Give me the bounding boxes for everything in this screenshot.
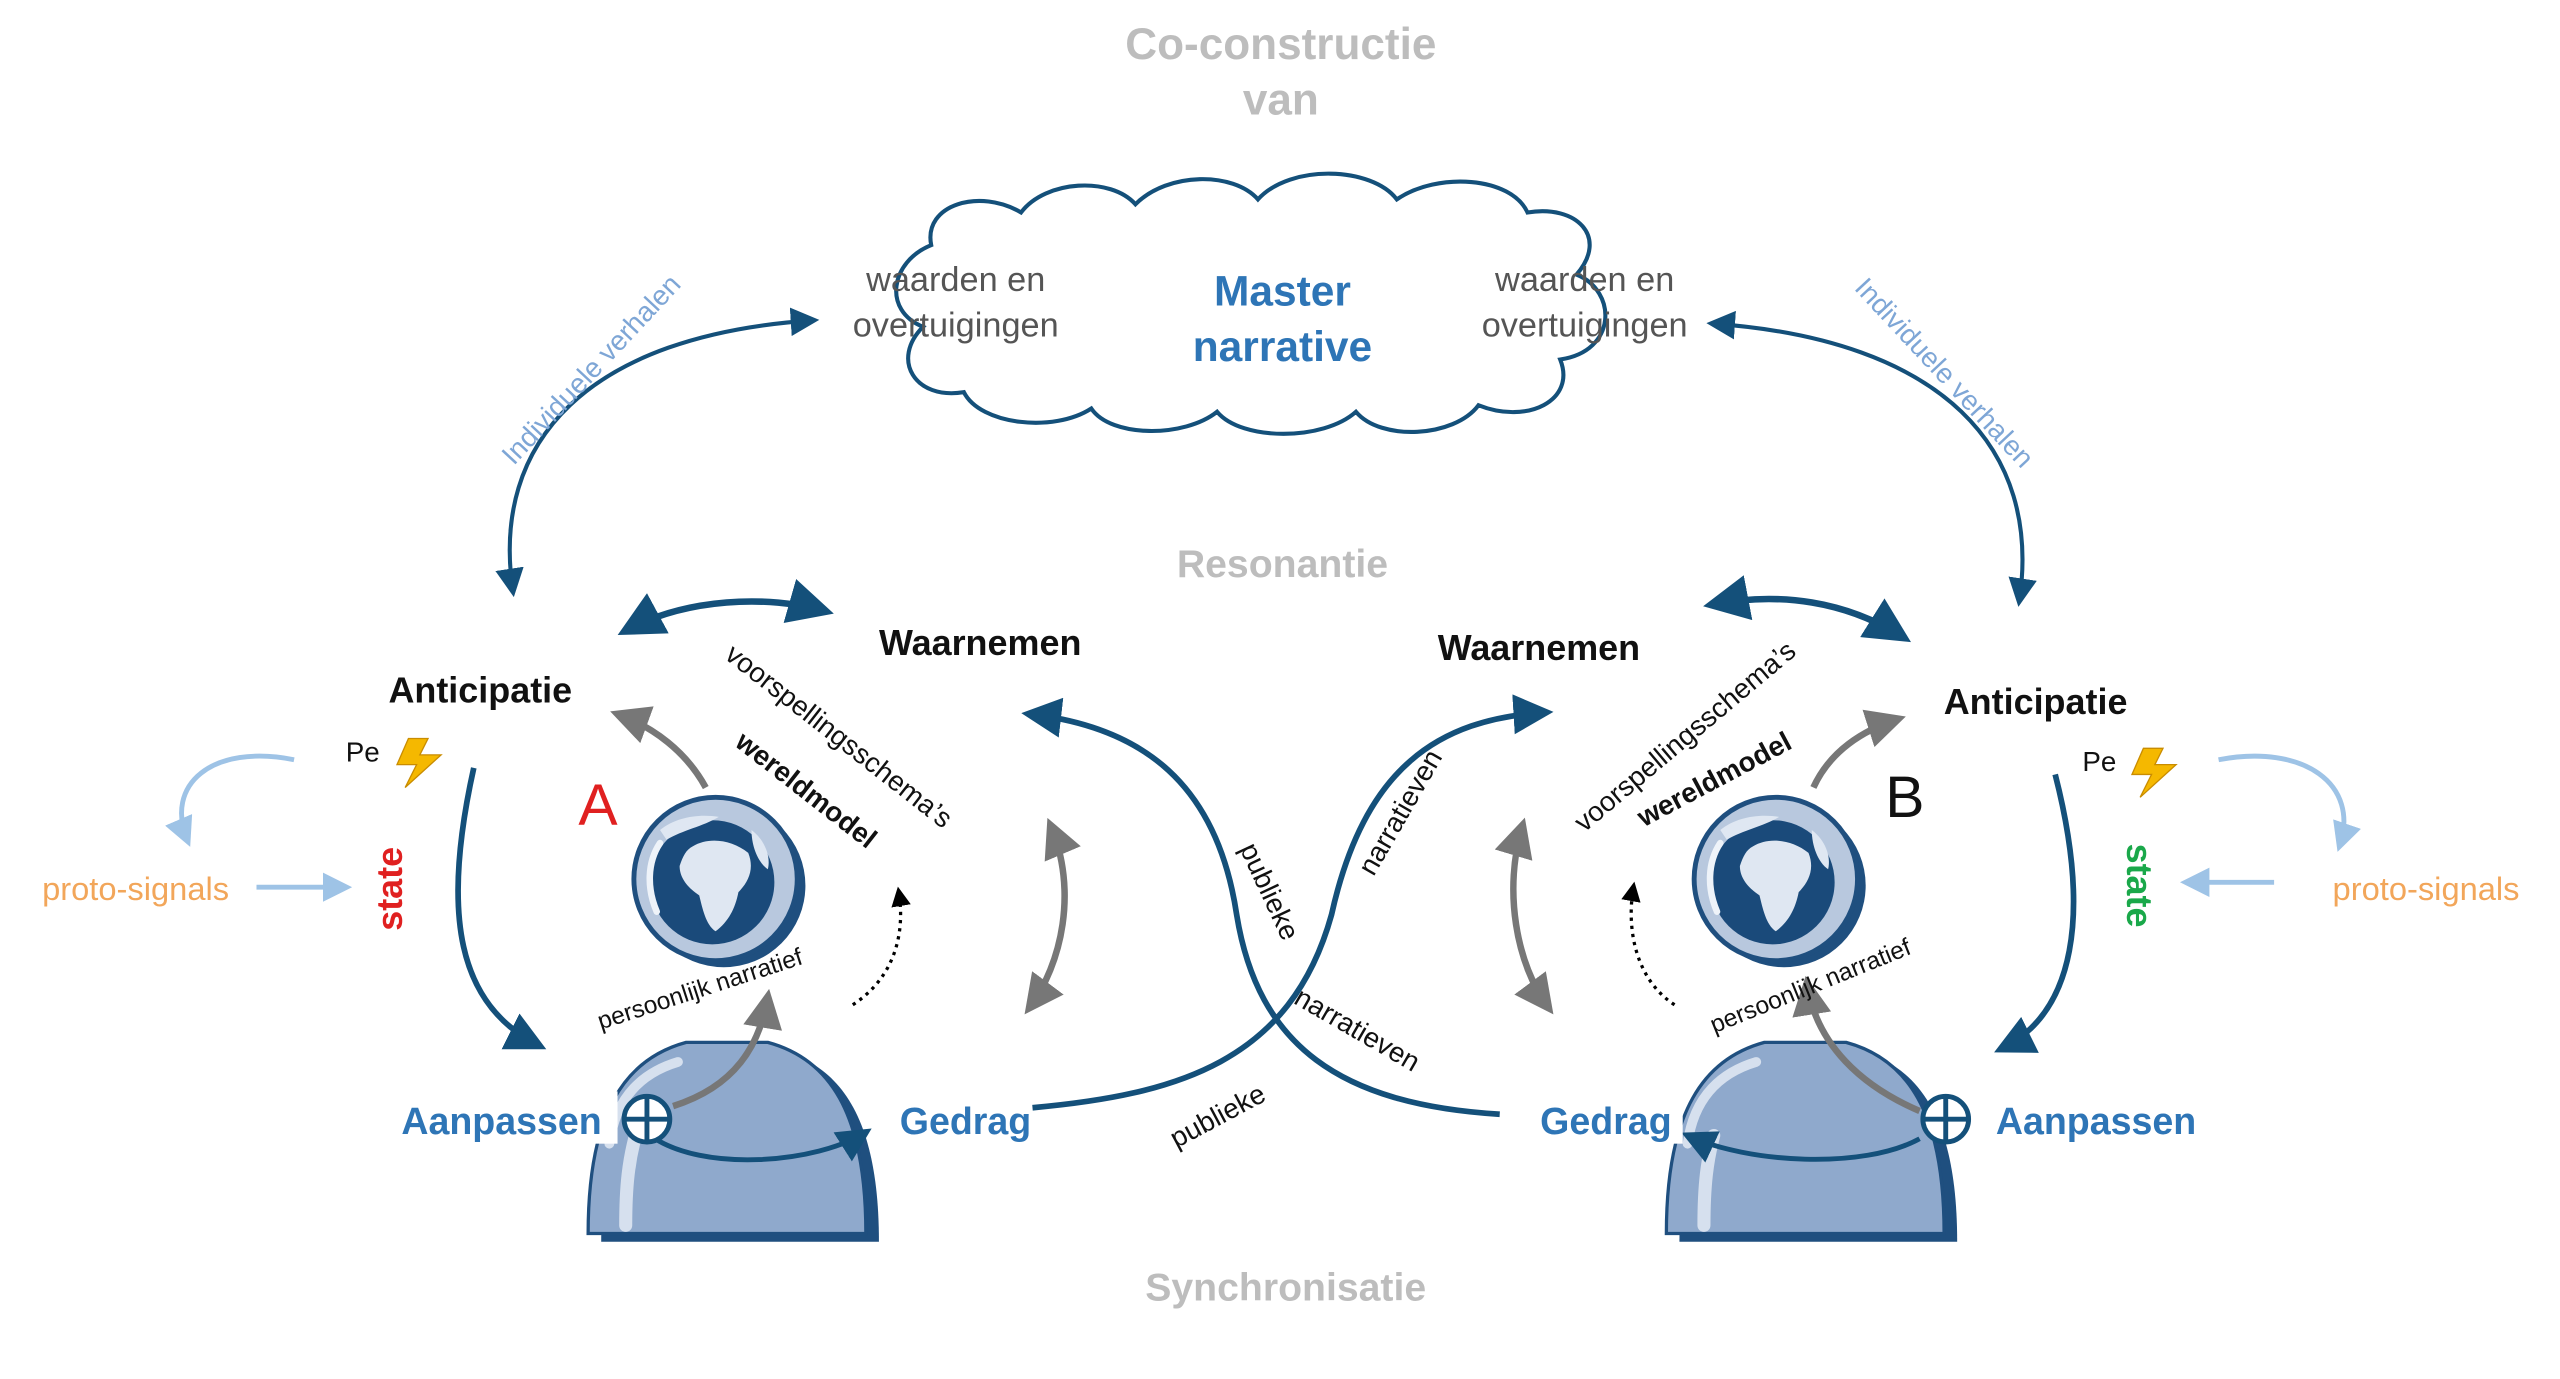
- person-a-letter: A: [578, 773, 618, 838]
- public-narratives-arc-a-to-b: [1032, 694, 1554, 1111]
- person-a-anticipation-perception-arrow: [617, 579, 834, 636]
- person-a-plus-circle-icon: [621, 1093, 673, 1145]
- public-label-lower: publieke: [1165, 1078, 1271, 1154]
- person-b-perception-behaviour-arrow: [1494, 817, 1554, 1015]
- person-a-adapt-label: Aanpassen: [401, 1100, 601, 1142]
- person-b-adapt-bg: [1976, 1091, 2216, 1144]
- cloud-values-left-line-1: waarden en: [865, 261, 1045, 299]
- person-b-behaviour-bg: [1529, 1091, 1683, 1144]
- person-b-dotted-feedback-arrow: [1621, 881, 1676, 1007]
- person-a-behaviour-bg: [887, 1091, 1044, 1144]
- person-a-lightning-icon: [395, 737, 443, 789]
- person-b-behaviour-label: Gedrag: [1540, 1100, 1672, 1142]
- resonance-label: Resonantie: [1177, 543, 1388, 586]
- person-a-perception-behaviour-arrow: [1024, 817, 1081, 1015]
- person-b-state-arrow: [1994, 773, 2077, 1053]
- person-b-head-anticipation-arrow: [1810, 709, 1906, 789]
- person-a-adapt-behaviour-arrow: [648, 1128, 872, 1163]
- person-a-head-anticipation-arrow: [610, 706, 709, 790]
- individual-stories-label-left: Individuele verhalen: [495, 268, 686, 470]
- cloud-values-right-line-2: overtuigingen: [1482, 307, 1688, 345]
- person-b-adapt-label: Aanpassen: [1996, 1100, 2196, 1142]
- person-a-adapt-bg: [385, 1091, 618, 1144]
- person-a-dotted-feedback-arrow: [851, 886, 911, 1007]
- person-a-behaviour-label: Gedrag: [900, 1100, 1032, 1142]
- person-a-state-arrow: [455, 767, 547, 1050]
- cloud-values-left-line-2: overtuigingen: [853, 307, 1059, 345]
- person-b-anticipation-perception-arrow: [1703, 575, 1912, 643]
- person-b-anticipation-label: Anticipatie: [1944, 681, 2128, 722]
- person-a-pe-label: Pe: [346, 736, 380, 767]
- person-a-proto-signals-curve: [165, 753, 295, 847]
- person-b-adapt-behaviour-arrow: [1681, 1131, 1921, 1163]
- narratives-label-lower: narratieven: [1290, 981, 1426, 1077]
- title-line-2: van: [1243, 75, 1319, 124]
- public-narratives-arc-b-to-a: [1021, 697, 1500, 1118]
- master-narrative-line-2: narrative: [1193, 323, 1372, 370]
- person-b-adapt-globe-arrow: [1792, 975, 1921, 1114]
- synchronisation-label: Synchronisatie: [1145, 1267, 1426, 1310]
- person-a-adapt-globe-arrow: [672, 988, 783, 1110]
- person-b-plus-circle-icon: [1920, 1093, 1972, 1145]
- title-line-1: Co-constructie: [1125, 20, 1436, 69]
- person-a-state-label: state: [369, 847, 410, 931]
- person-b-pe-label: Pe: [2082, 746, 2116, 777]
- individual-stories-arc-left: [495, 307, 820, 598]
- person-a-proto-signals-label: proto-signals: [42, 870, 229, 907]
- person-a-anticipation-label: Anticipatie: [388, 670, 572, 711]
- person-a-perception-label: Waarnemen: [879, 622, 1081, 663]
- master-narrative-cloud: [894, 171, 1608, 436]
- person-b-perception-label: Waarnemen: [1438, 627, 1640, 668]
- public-label-upper: publieke: [1234, 838, 1306, 945]
- person-b-letter: B: [1885, 765, 1924, 830]
- individual-stories-label-right: Individuele verhalen: [1849, 272, 2040, 474]
- cloud-values-right-line-1: waarden en: [1494, 261, 1674, 299]
- person-b-proto-signals-label: proto-signals: [2333, 870, 2520, 907]
- person-b-state-label: state: [2119, 844, 2160, 928]
- person-b-proto-signals-curve: [2218, 753, 2361, 852]
- individual-stories-arc-right: [1706, 310, 2037, 607]
- person-b-lightning-icon: [2130, 747, 2178, 798]
- master-narrative-line-1: Master: [1214, 268, 1351, 315]
